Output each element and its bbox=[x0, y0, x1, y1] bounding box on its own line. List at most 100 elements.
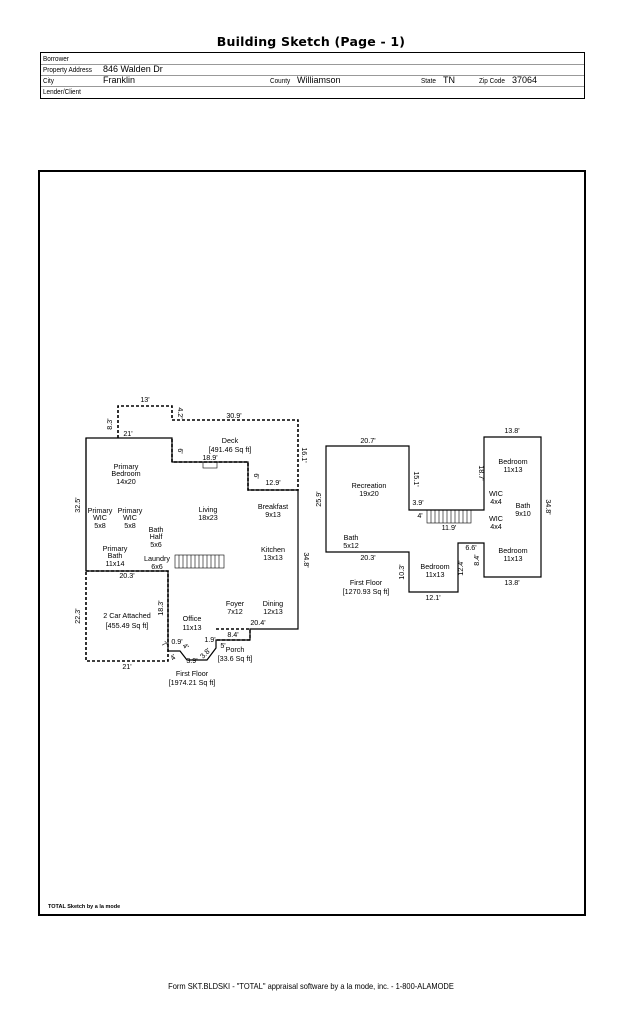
dim-20-3-b: 20.3' bbox=[360, 553, 376, 562]
dim-4-2: 4.2' bbox=[176, 407, 185, 419]
primary-bedroom-label-2: Bedroom bbox=[111, 469, 140, 478]
main-stairs bbox=[174, 554, 225, 569]
foyer-size: 7x12 bbox=[227, 607, 243, 616]
city-row: City Franklin County Williamson State TN… bbox=[41, 75, 584, 87]
dim-13-8-b: 13.8' bbox=[504, 578, 520, 587]
dim-16-1: 16.1' bbox=[300, 447, 309, 463]
dim-20-4: 20.4' bbox=[250, 618, 266, 627]
page-title: Building Sketch (Page - 1) bbox=[216, 34, 406, 49]
bedroom-c-size: 11x13 bbox=[503, 554, 522, 563]
dim-8-4-a: 8.4' bbox=[227, 630, 239, 639]
borrower-row: Borrower bbox=[41, 53, 584, 65]
address-row: Property Address 846 Walden Dr bbox=[41, 64, 584, 76]
dim-34-8-b: 34.8' bbox=[544, 499, 553, 515]
lender-label: Lender/Client bbox=[43, 87, 81, 96]
county-label: County bbox=[270, 76, 291, 85]
dim-15-1: 15.1' bbox=[412, 471, 421, 487]
dim-18-3: 18.3' bbox=[156, 600, 165, 616]
dim-4-c: 4' bbox=[417, 511, 423, 520]
first-floor-area: [1974.21 Sq ft] bbox=[169, 678, 216, 687]
primary-bedroom-label: Primary bbox=[114, 462, 139, 471]
dim-6-6: 6.6' bbox=[465, 543, 477, 552]
dim-12-4: 12.4' bbox=[456, 560, 465, 576]
foyer-label: Foyer bbox=[226, 599, 245, 608]
dim-0-9: 0.9' bbox=[171, 637, 183, 646]
primary-bedroom-size: 14x20 bbox=[116, 477, 136, 486]
dim-21-top: 21' bbox=[123, 429, 133, 438]
bath3-size: 9x10 bbox=[515, 509, 531, 518]
kitchen-label: Kitchen bbox=[261, 545, 285, 554]
dim-10-3: 10.3' bbox=[397, 564, 406, 580]
bedroom-a-label: Bedroom bbox=[420, 562, 449, 571]
garage-label: 2 Car Attached bbox=[103, 611, 151, 620]
wic-b-label: WIC bbox=[489, 514, 503, 523]
address-label: Property Address bbox=[43, 65, 92, 74]
dim-5: 5' bbox=[220, 641, 226, 650]
dim-6-a: 6' bbox=[176, 448, 185, 454]
breakfast-size: 9x13 bbox=[265, 510, 281, 519]
bath-half-label: Bath bbox=[149, 525, 164, 534]
dim-25-9: 25.9' bbox=[314, 491, 323, 507]
bath-half-label-2: Half bbox=[150, 532, 163, 541]
dim-4-b: 4' bbox=[168, 652, 179, 663]
lender-row: Lender/Client bbox=[41, 86, 584, 97]
zip-value: 37064 bbox=[512, 75, 538, 85]
wic-a-label: WIC bbox=[489, 489, 503, 498]
primary-bath-label-2: Bath bbox=[108, 551, 123, 560]
garage-area: [455.49 Sq ft] bbox=[106, 621, 149, 630]
dim-1-9: 1.9' bbox=[204, 635, 216, 644]
dim-30-9: 30.9' bbox=[226, 411, 242, 420]
sketch-frame bbox=[38, 170, 586, 916]
dim-6-b: 6' bbox=[252, 473, 261, 479]
city-value: Franklin bbox=[103, 75, 136, 85]
office-size: 11x13 bbox=[182, 623, 201, 632]
primary-wic-b-size: 5x8 bbox=[124, 521, 136, 530]
dim-32-5: 32.5' bbox=[73, 497, 82, 513]
laundry-label: Laundry bbox=[144, 554, 170, 563]
dim-3-8: 3.8' bbox=[198, 646, 213, 661]
first-floor-label: First Floor bbox=[176, 669, 209, 678]
primary-wic-b-label: Primary bbox=[118, 506, 143, 515]
state-value: TN bbox=[443, 75, 455, 85]
dim-8-4-b: 8.4' bbox=[472, 554, 481, 566]
bedroom-a-size: 11x13 bbox=[425, 570, 444, 579]
garage-outline bbox=[85, 570, 169, 662]
second-stairs bbox=[426, 509, 472, 524]
wic-a-size: 4x4 bbox=[490, 497, 502, 506]
sketch-credit: TOTAL Sketch by a la mode bbox=[48, 904, 121, 910]
laundry-size: 6x6 bbox=[151, 562, 163, 571]
recreation-label: Recreation bbox=[352, 481, 387, 490]
bedroom-c-label: Bedroom bbox=[498, 546, 527, 555]
wic-b-size: 4x4 bbox=[490, 522, 502, 531]
porch-outline bbox=[216, 628, 251, 641]
dim-7: 7' bbox=[160, 639, 171, 650]
second-floor-label: First Floor bbox=[350, 578, 383, 587]
porch-area: [33.6 Sq ft] bbox=[218, 654, 253, 663]
second-floor-area: [1270.93 Sq ft] bbox=[343, 587, 390, 596]
deck-step bbox=[202, 461, 218, 469]
primary-wic-a-size: 5x8 bbox=[94, 521, 106, 530]
dim-13: 13' bbox=[140, 395, 150, 404]
dim-12-9: 12.9' bbox=[265, 478, 281, 487]
county-value: Williamson bbox=[297, 75, 341, 85]
bedroom-b-label: Bedroom bbox=[498, 457, 527, 466]
zip-label: Zip Code bbox=[479, 76, 505, 85]
dim-12-1: 12.1' bbox=[425, 593, 441, 602]
living-size: 18x23 bbox=[198, 513, 218, 522]
living-label: Living bbox=[199, 505, 218, 514]
deck-label: Deck bbox=[222, 436, 239, 445]
dim-20-3-a: 20.3' bbox=[119, 571, 135, 580]
header-table: Borrower Property Address 846 Walden Dr … bbox=[40, 52, 585, 99]
bath2-label: Bath bbox=[344, 533, 359, 542]
form-footer: Form SKT.BLDSKI - "TOTAL" appraisal soft… bbox=[168, 981, 454, 991]
office-label: Office bbox=[183, 614, 202, 623]
primary-wic-a-label-2: WIC bbox=[93, 513, 107, 522]
dim-8-3: 8.3' bbox=[105, 418, 114, 430]
dim-3-9-a: 3.9' bbox=[186, 656, 198, 665]
bath2-size: 5x12 bbox=[343, 541, 359, 550]
dim-34-8-a: 34.8' bbox=[302, 552, 311, 568]
address-value: 846 Walden Dr bbox=[103, 64, 163, 74]
dim-11-9: 11.9' bbox=[442, 523, 457, 532]
dim-18-7: 18.7' bbox=[477, 465, 486, 481]
